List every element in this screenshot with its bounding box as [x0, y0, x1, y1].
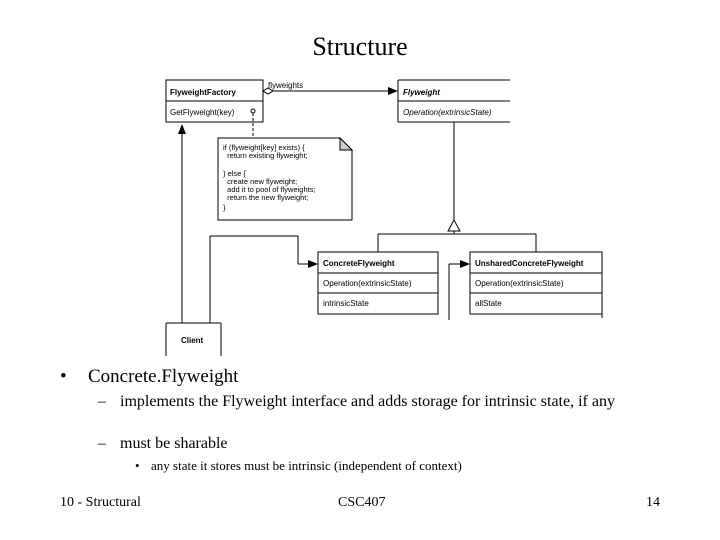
unshared-concrete-flyweight-name: UnsharedConcreteFlyweight — [475, 259, 584, 268]
main-bullet-text: Concrete.Flyweight — [88, 366, 239, 387]
sub-bullet-dash: – — [98, 393, 106, 410]
footer-left: 10 - Structural — [60, 495, 141, 510]
implementation-note: if (flyweight[key] exists) { return exis… — [217, 136, 354, 221]
flyweights-label: flyweights — [268, 81, 303, 90]
note-line: add it to pool of flyweights; — [223, 185, 316, 194]
client-flyweight-associations — [209, 235, 470, 323]
flyweight-operation: Operation(extrinsicState) — [403, 108, 492, 117]
note-line: } — [223, 203, 226, 212]
footer-center: CSC407 — [338, 495, 386, 510]
unshared-concrete-flyweight-class: UnsharedConcreteFlyweight Operation(extr… — [469, 251, 603, 315]
unshared-concrete-flyweight-operation: Operation(extrinsicState) — [475, 279, 564, 288]
bullet-dot: • — [60, 366, 67, 387]
sub-bullet-text: implements the Flyweight interface and a… — [120, 393, 615, 410]
sub-sub-bullet-dot: • — [135, 458, 140, 473]
flyweight-factory-operation: GetFlyweight(key) — [170, 108, 235, 117]
flyweight-factory-class: FlyweightFactory GetFlyweight(key) — [165, 79, 264, 123]
flyweight-interface-class: Flyweight Operation(extrinsicState) — [397, 79, 510, 123]
unshared-concrete-flyweight-attribute: allState — [475, 299, 502, 308]
concrete-flyweight-operation: Operation(extrinsicState) — [323, 279, 412, 288]
note-connector — [250, 108, 256, 138]
flyweights-association: flyweights — [262, 81, 398, 95]
note-line: return the new flyweight; — [223, 193, 308, 202]
note-line: create new flyweight; — [223, 177, 297, 186]
note-line: return existing flyweight; — [223, 151, 308, 160]
footer-right: 14 — [646, 495, 660, 510]
client-name: Client — [181, 336, 204, 345]
note-line: } else { — [223, 169, 246, 178]
slide-title: Structure — [312, 32, 408, 61]
sub-sub-bullet-text: any state it stores must be intrinsic (i… — [151, 458, 462, 473]
sub-bullet-dash: – — [98, 435, 106, 452]
client-class: Client — [165, 322, 222, 356]
inheritance-connector — [377, 122, 537, 252]
client-factory-association — [178, 124, 186, 323]
sub-bullet-text: must be sharable — [120, 435, 228, 452]
flyweight-factory-name: FlyweightFactory — [170, 88, 236, 97]
concrete-flyweight-class: ConcreteFlyweight Operation(extrinsicSta… — [317, 251, 439, 315]
concrete-flyweight-name: ConcreteFlyweight — [323, 259, 395, 268]
concrete-flyweight-attribute: intrinsicState — [323, 299, 369, 308]
note-line: if (flyweight[key] exists) { — [223, 143, 305, 152]
flyweight-structure-diagram: FlyweightFactory GetFlyweight(key) flywe… — [165, 79, 603, 356]
flyweight-name: Flyweight — [403, 88, 440, 97]
